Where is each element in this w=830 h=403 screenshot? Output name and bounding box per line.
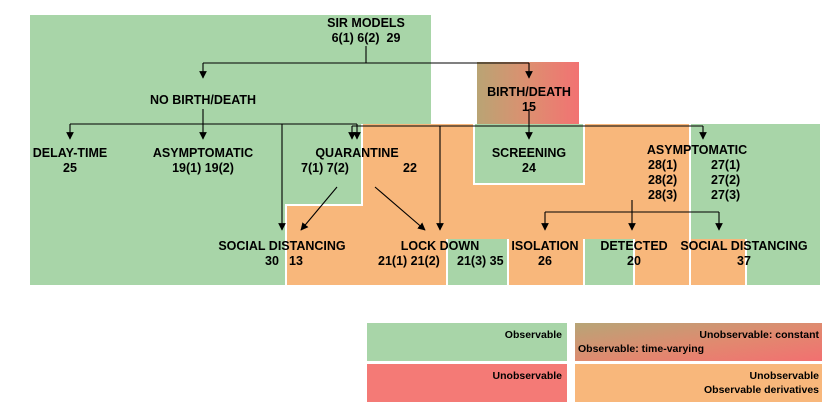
legend-swatch-unobservable: [367, 364, 567, 402]
asymptomatic-right-ref-28-2: 28(2): [648, 173, 678, 187]
region-detected-observable: [584, 239, 634, 285]
no-birth-death-title: NO BIRTH/DEATH: [149, 93, 257, 107]
social-distancing-left-ref-observable: 30: [265, 254, 279, 268]
isolation-title: ISOLATION: [511, 239, 579, 253]
connectors: [66, 46, 723, 231]
legend-mixed-bottom-label: Observable: time-varying: [578, 343, 705, 355]
sir-models-title: SIR MODELS: [327, 16, 405, 30]
legend-swatch-observable: [367, 323, 567, 361]
asymptomatic-right-title: ASYMPTOMATIC: [646, 143, 748, 157]
asymptomatic-right-ref-27-1: 27(1): [711, 158, 741, 172]
region-quarantine-derivative: [362, 155, 474, 239]
quarantine-refs-derivative: 22: [403, 161, 417, 175]
quarantine-refs-observable: 7(1) 7(2): [301, 161, 349, 175]
lock-down-refs-observable: 21(3) 35: [457, 254, 504, 268]
legend-swatch-derivatives: [575, 364, 822, 402]
asymptomatic-right-ref-28-3: 28(3): [648, 188, 678, 202]
detected-title: DETECTED: [600, 239, 668, 253]
legend-derivatives-top-label: Unobservable: [749, 370, 819, 382]
lock-down-refs-derivative: 21(1) 21(2): [378, 254, 440, 268]
region-lockdown-observable: [447, 239, 508, 285]
legend-mixed-top-label: Unobservable: constant: [699, 329, 819, 341]
social-distancing-left-title: SOCIAL DISTANCING: [218, 239, 346, 253]
social-distancing-right-refs: 37: [737, 254, 751, 268]
asymptomatic-left-refs: 19(1) 19(2): [172, 161, 234, 175]
detected-refs: 20: [627, 254, 641, 268]
region-dividers: [285, 124, 747, 285]
delay-time-refs: 25: [63, 161, 77, 175]
asymptomatic-right-ref-27-2: 27(2): [711, 173, 741, 187]
asymptomatic-left-title: ASYMPTOMATIC: [152, 146, 254, 160]
birth-death-title: BIRTH/DEATH: [487, 85, 571, 99]
legend-observable-label: Observable: [504, 329, 562, 341]
legend-derivatives-bottom-label: Observable derivatives: [704, 384, 819, 396]
sir-models-refs: 6(1) 6(2) 29: [331, 31, 401, 45]
delay-time-title: DELAY-TIME: [32, 146, 108, 160]
social-distancing-right-title: SOCIAL DISTANCING: [680, 239, 808, 253]
isolation-refs: 26: [538, 254, 552, 268]
birth-death-refs: 15: [522, 100, 536, 114]
social-distancing-left-ref-derivative: 13: [289, 254, 303, 268]
quarantine-title: QUARANTINE: [315, 146, 399, 160]
screening-refs: 24: [522, 161, 536, 175]
screening-title: SCREENING: [491, 146, 567, 160]
lock-down-title: LOCK DOWN: [400, 239, 480, 253]
legend-unobservable-label: Unobservable: [492, 370, 562, 382]
asymptomatic-right-ref-28-1: 28(1): [648, 158, 678, 172]
asymptomatic-right-ref-27-3: 27(3): [711, 188, 741, 202]
legend-swatch-mixed: [575, 323, 822, 361]
